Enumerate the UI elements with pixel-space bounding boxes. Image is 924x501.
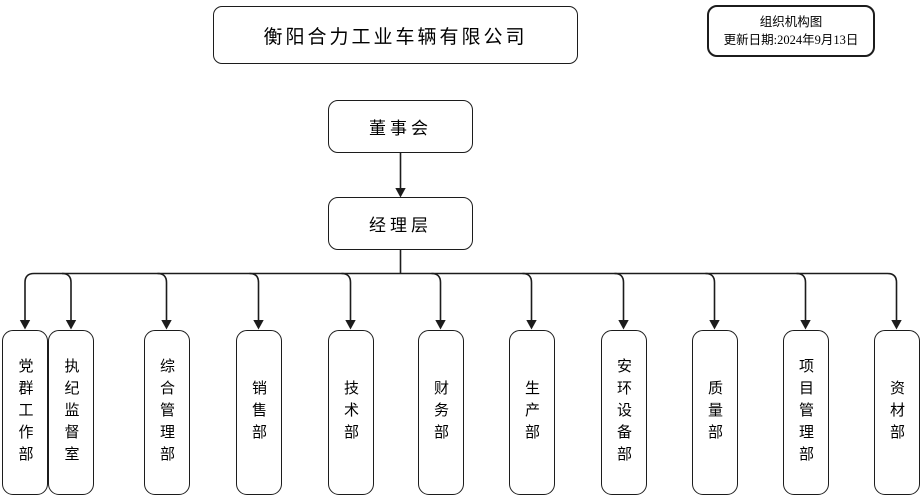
department-label: 质量部 [706,379,722,446]
department-label: 安环设备部 [615,357,631,468]
department-box: 安环设备部 [600,330,647,495]
department-label: 生产部 [523,379,539,446]
department-box: 项目管理部 [782,330,829,495]
department-box: 党群工作部 [2,330,48,495]
board-label: 董事会 [369,119,432,138]
company-title: 衡阳合力工业车辆有限公司 [263,26,528,48]
department-label: 技术部 [342,379,358,446]
department-box: 生产部 [508,330,555,495]
department-label: 执纪监督室 [62,357,79,468]
department-box: 资材部 [873,330,920,495]
department-label: 项目管理部 [797,357,813,468]
department-box: 质量部 [691,330,738,495]
chart-type-label: 组织机构图 [759,14,823,29]
department-box: 技术部 [327,330,374,495]
department-label: 销售部 [250,379,266,446]
department-label: 综合管理部 [158,357,174,468]
management-node: 经理层 [328,197,473,250]
department-box: 执纪监督室 [48,330,94,495]
management-label: 经理层 [369,216,432,235]
board-node: 董事会 [328,100,473,153]
department-label: 资材部 [888,379,904,446]
department-box: 财务部 [417,330,464,495]
chart-info-box: 组织机构图 更新日期:2024年9月13日 [707,5,875,57]
company-title-box: 衡阳合力工业车辆有限公司 [213,6,578,64]
department-box: 销售部 [235,330,282,495]
update-date-label: 更新日期:2024年9月13日 [723,33,859,47]
department-label: 党群工作部 [16,357,33,468]
department-label: 财务部 [432,379,448,446]
department-box: 综合管理部 [143,330,190,495]
